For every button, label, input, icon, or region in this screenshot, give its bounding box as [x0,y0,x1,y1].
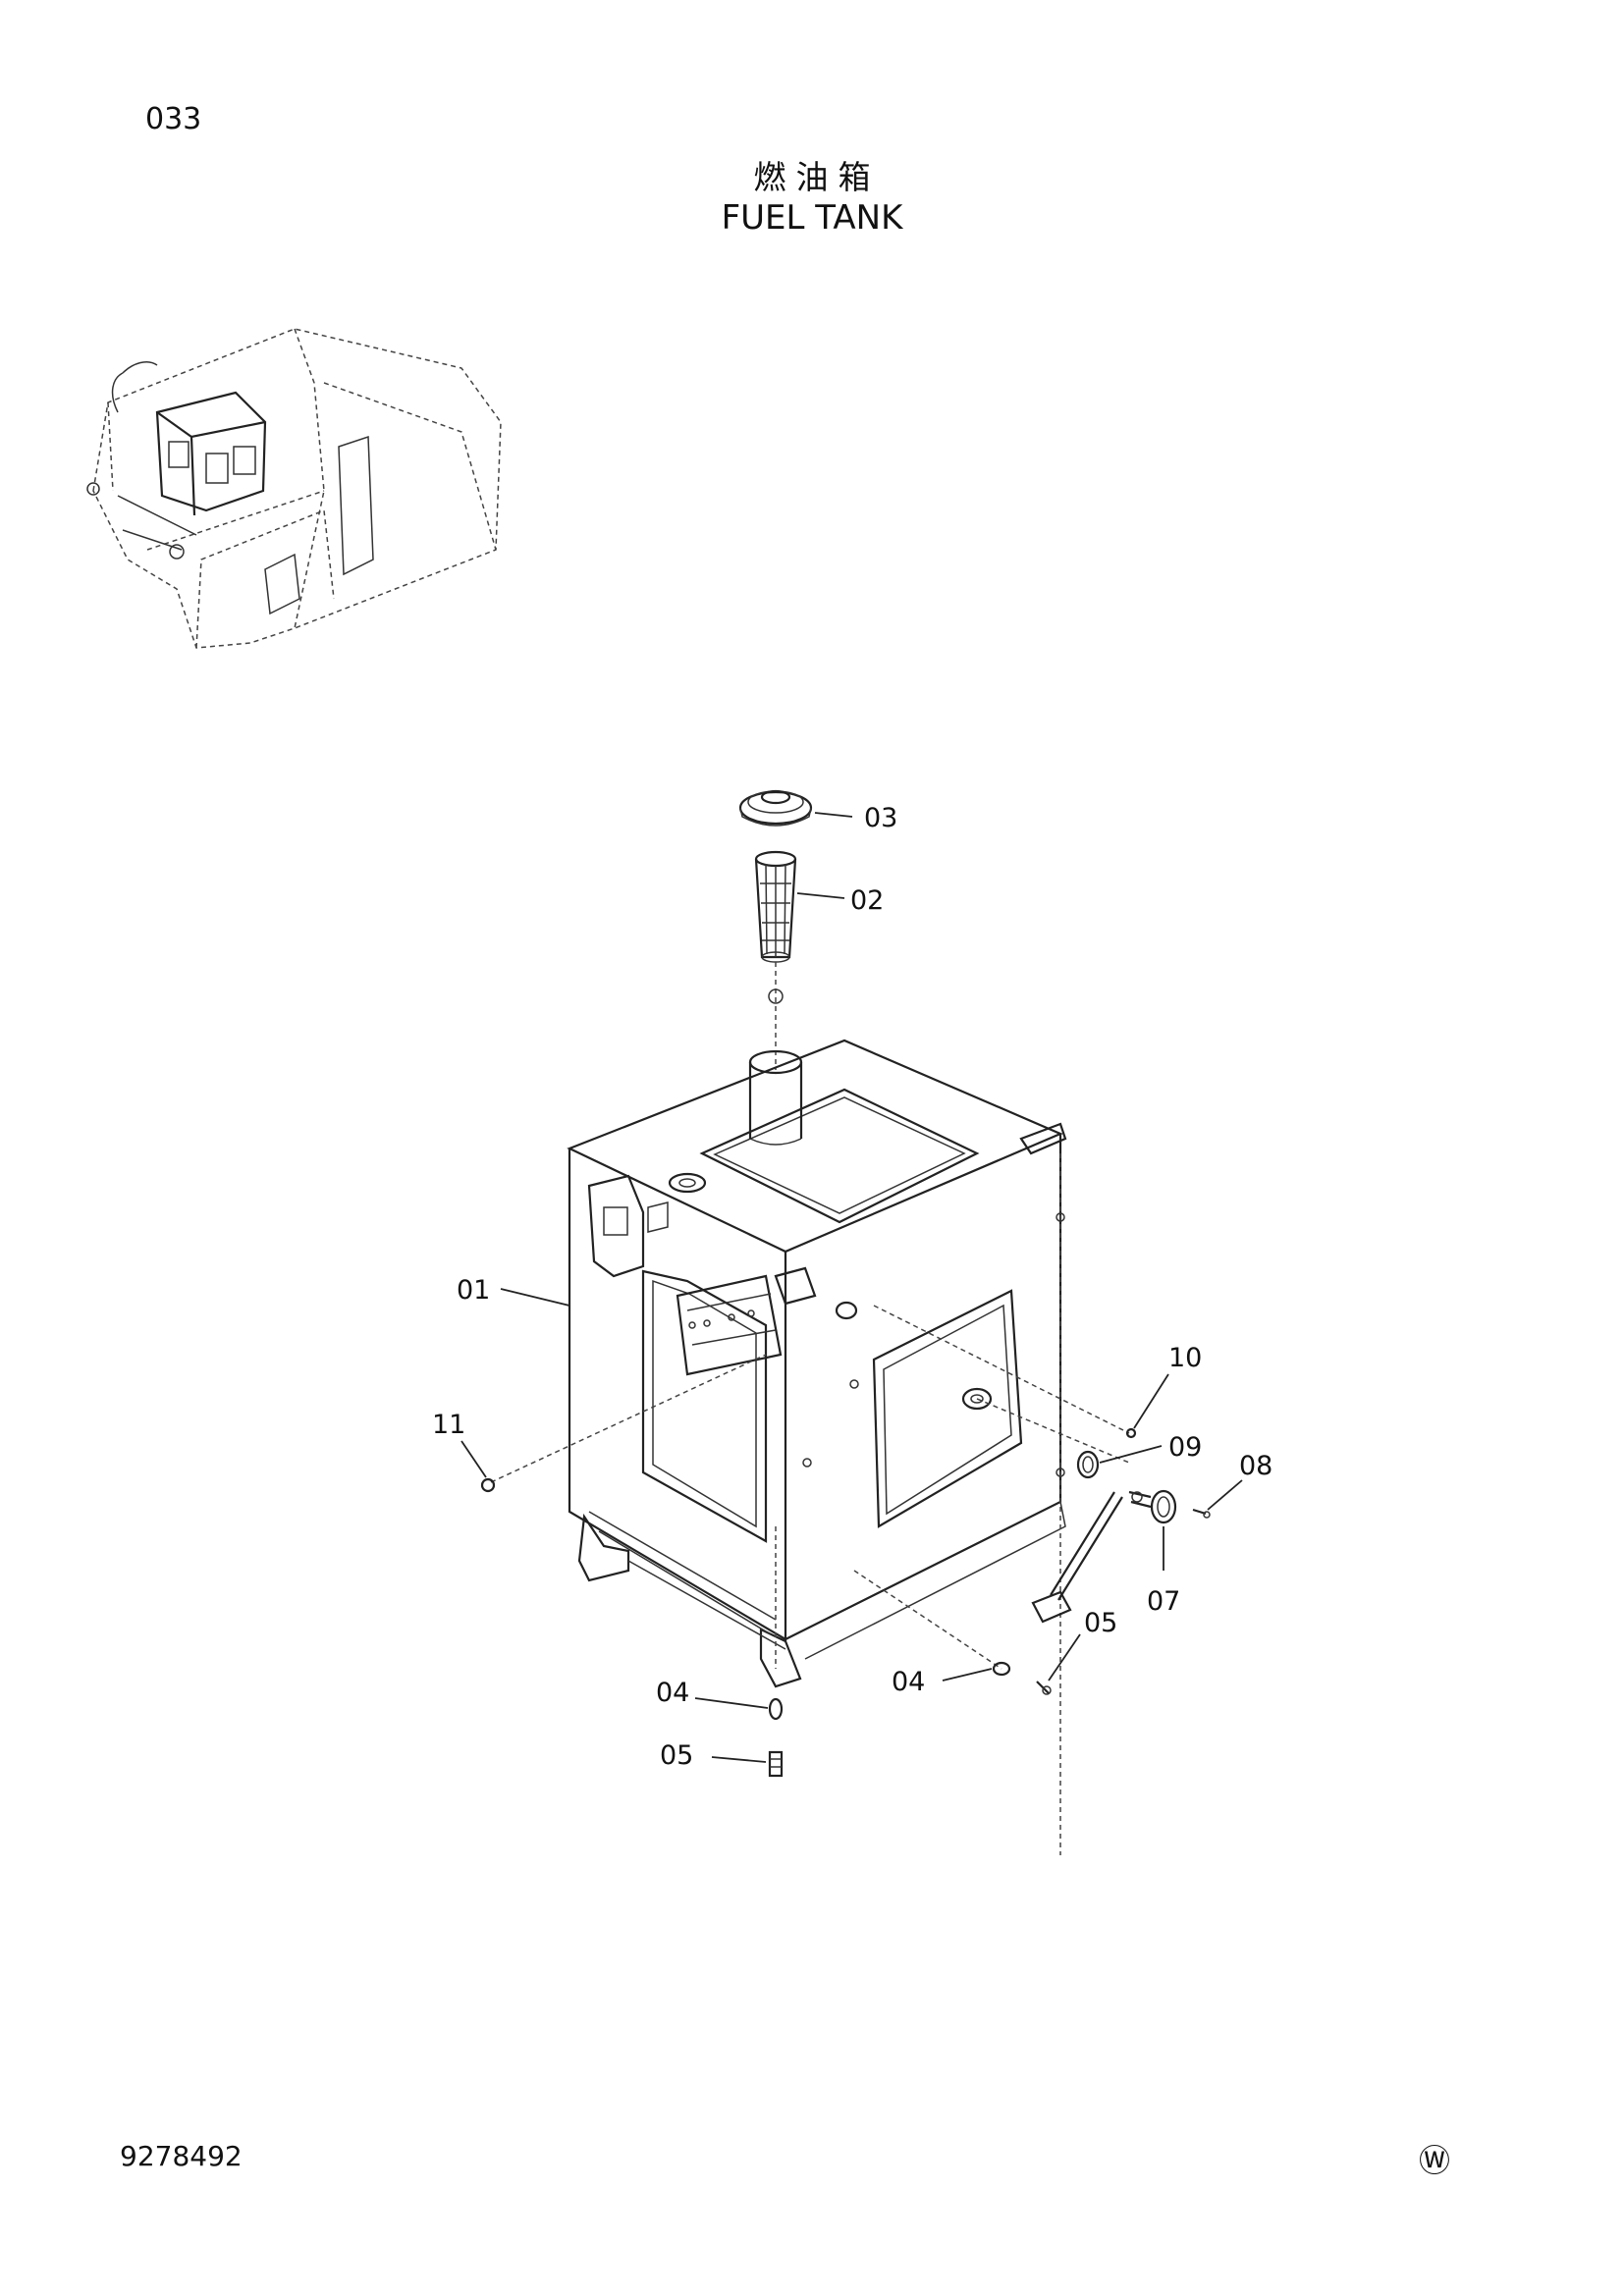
leader-04-side [942,1668,993,1682]
leader-02 [796,892,845,899]
callout-07: 07 [1147,1586,1180,1617]
leader-10 [1133,1373,1169,1429]
callout-01: 01 [457,1275,490,1306]
assembly-line-11 [490,1354,767,1483]
part-05-bolt-side [1036,1681,1052,1695]
callout-04-front: 04 [656,1678,689,1708]
part-03-cap [738,789,813,827]
page-number: 033 [145,102,202,136]
document-number: 9278492 [120,2140,243,2172]
leader-09 [1099,1445,1163,1464]
part-10-bolt [1125,1427,1137,1439]
callout-03: 03 [864,803,897,833]
leader-01 [500,1288,570,1307]
callout-11: 11 [432,1410,465,1440]
part-07-clamp [1128,1489,1177,1524]
leader-08 [1207,1479,1243,1511]
part-11-bolt [480,1477,496,1493]
highlighted-fuel-tank [155,391,267,516]
callout-09: 09 [1168,1432,1202,1463]
part-02-strainer [754,850,797,963]
assembly-line-04-side [853,1570,1002,1670]
callout-02: 02 [850,885,884,916]
machine-locator-sketch [86,328,502,649]
leader-11 [460,1440,487,1478]
part-08-screw [1192,1508,1211,1519]
callout-10: 10 [1168,1343,1202,1373]
callout-04-side: 04 [892,1667,925,1697]
assembly-line-09 [976,1398,1130,1464]
part-09-o-ring [1076,1450,1100,1479]
leader-03 [814,812,853,818]
part-01-fuel-tank [567,1039,1067,1688]
assembly-line-10 [873,1305,1130,1434]
part-04-washer-front [768,1697,784,1721]
leader-05-side [1048,1633,1081,1682]
hose [1050,1491,1123,1601]
leader-04-front [694,1697,769,1709]
title-english: FUEL TANK [721,198,903,238]
title-chinese: 燃油箱 [753,158,881,196]
callout-05-front: 05 [660,1740,693,1771]
brand-mark: Ⓦ [1419,2142,1451,2179]
part-04-washer-side [992,1661,1011,1677]
part-05-bolt-front [768,1750,784,1778]
leader-05-front [711,1756,767,1763]
callout-05-side: 05 [1084,1608,1117,1638]
rubber-pad [1031,1590,1072,1624]
o-ring [768,988,784,1004]
callout-08: 08 [1239,1451,1272,1481]
